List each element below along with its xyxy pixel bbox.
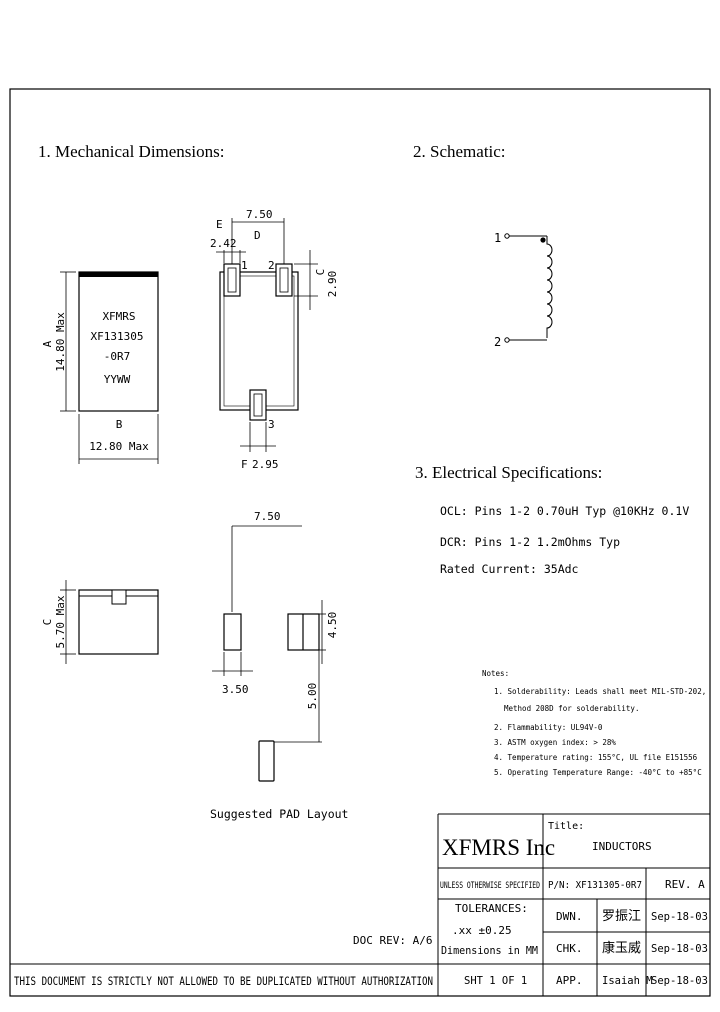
dwn-label: DWN.	[556, 910, 583, 923]
marking-line-1: XFMRS	[102, 310, 135, 323]
app-date: Sep-18-03	[651, 975, 708, 987]
title-label: Title:	[548, 821, 584, 832]
title-block	[10, 813, 710, 996]
note-4: 4. Temperature rating: 155°C, UL file E1…	[494, 753, 698, 762]
bottom-pin-3: 3	[268, 418, 275, 431]
notes-title: Notes:	[482, 669, 509, 678]
revision: REV. A	[665, 878, 705, 891]
schematic-pin-2: 2	[494, 335, 501, 349]
dimensions-unit: Dimensions in MM	[441, 944, 538, 957]
note-3: 3. ASTM oxygen index: > 28%	[494, 738, 616, 747]
dim-b-value: 12.80 Max	[89, 440, 149, 453]
pad-dim-4-50: 4.50	[326, 612, 339, 639]
pad-dim-7-50: 7.50	[254, 510, 281, 523]
dim-c-top-value: 2.90	[326, 271, 339, 298]
dim-f-value: 2.95	[252, 458, 279, 471]
schematic-diagram: 1 2	[494, 231, 553, 349]
app-name: Isaiah M	[602, 975, 653, 987]
top-view: XFMRS XF131305 -0R7 YYWW A 14.80 Max B 1…	[41, 271, 159, 464]
note-2: 2. Flammability: UL94V-0	[494, 723, 603, 732]
pad-dim-3-50: 3.50	[222, 683, 249, 696]
pad-layout: 7.50 4.50 3.50 5.00 Suggested PAD Layout	[210, 510, 348, 821]
dwn-date: Sep-18-03	[651, 911, 708, 923]
bottom-pin-2: 2	[268, 259, 275, 272]
dim-d-label: D	[254, 229, 261, 242]
schematic-heading: 2. Schematic:	[413, 142, 506, 161]
dim-b-label: B	[116, 418, 123, 431]
dim-c-label-top: C	[314, 269, 327, 276]
company-name: XFMRS Inc	[442, 835, 555, 860]
mechanical-heading: 1. Mechanical Dimensions:	[38, 142, 225, 161]
pad-dim-5-00: 5.00	[306, 683, 319, 710]
tolerances-label: TOLERANCES:	[455, 902, 528, 915]
tolerances-value: .xx ±0.25	[452, 924, 512, 937]
duplication-notice: THIS DOCUMENT IS STRICTLY NOT ALLOWED TO…	[14, 974, 433, 988]
chk-date: Sep-18-03	[651, 943, 708, 955]
polarity-dot	[540, 237, 546, 243]
notes-block: Notes: 1. Solderability: Leads shall mee…	[482, 669, 706, 777]
chk-label: CHK.	[556, 942, 583, 955]
sheet-number: SHT 1 OF 1	[464, 975, 527, 987]
dim-c-side-value: 5.70 Max	[54, 595, 67, 648]
sheet-border	[9, 88, 711, 997]
dim-f-label: F	[241, 458, 248, 471]
dim-a-label: A	[41, 340, 54, 347]
chk-name: 康玉威	[602, 940, 641, 955]
schematic-pin-1: 1	[494, 231, 501, 245]
marking-line-2: XF131305	[91, 330, 144, 343]
dim-c-label-side: C	[41, 619, 54, 626]
doc-rev: DOC REV: A/6	[353, 934, 432, 947]
note-1b: Method 208D for solderability.	[504, 704, 639, 713]
inductor-coil	[546, 236, 553, 338]
app-label: APP.	[556, 974, 583, 987]
spec-current: Rated Current: 35Adc	[440, 562, 578, 576]
unless-specified: UNLESS OTHERWISE SPECIFIED	[440, 881, 540, 891]
spec-ocl: OCL: Pins 1-2 0.70uH Typ @10KHz 0.1V	[440, 504, 689, 518]
title-value: INDUCTORS	[592, 840, 652, 853]
dim-e-value: 2.42	[210, 237, 237, 250]
bottom-view: 1 2 3 7.50 D E 2.42 C 2.90 F 2.95	[210, 208, 339, 471]
spec-dcr: DCR: Pins 1-2 1.2mOhms Typ	[440, 535, 620, 549]
dim-a-value: 14.80 Max	[54, 312, 67, 372]
side-view: C 5.70 Max	[41, 580, 159, 664]
note-5: 5. Operating Temperature Range: -40°C to…	[494, 768, 702, 777]
part-number: P/N: XF131305-0R7	[548, 880, 642, 891]
marking-line-3: -0R7	[104, 350, 131, 363]
marking-line-4: YYWW	[104, 373, 131, 386]
pad-layout-caption: Suggested PAD Layout	[210, 807, 348, 821]
note-1a: 1. Solderability: Leads shall meet MIL-S…	[494, 687, 706, 696]
bottom-pin-1: 1	[241, 259, 248, 272]
dim-e-label: E	[216, 218, 223, 231]
dwn-name: 罗振江	[602, 908, 641, 923]
electrical-heading: 3. Electrical Specifications:	[415, 463, 602, 482]
dim-d-value: 7.50	[246, 208, 273, 221]
